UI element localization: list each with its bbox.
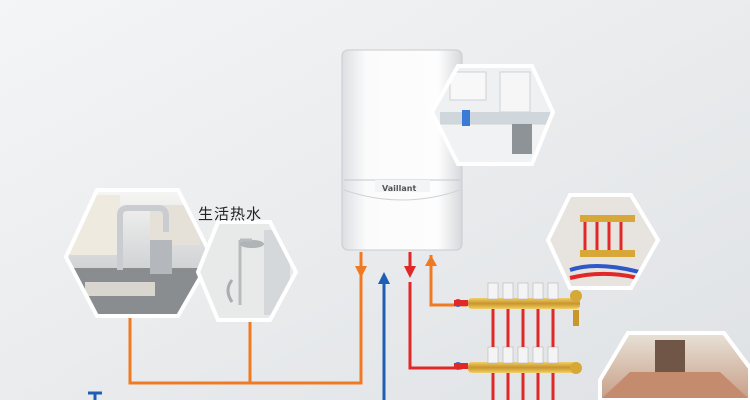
heating-pipes — [408, 282, 462, 370]
flow-arrows — [355, 252, 437, 278]
cold-water-pipe — [88, 272, 390, 400]
hot-water-label: 生活热水 — [198, 205, 263, 223]
boiler-brand-logo: Vaillant — [382, 184, 417, 193]
floor-heating-photo — [598, 331, 750, 400]
kitchen-photo — [429, 64, 556, 166]
manifold-photo — [545, 193, 661, 290]
manifold-upper — [454, 282, 582, 326]
boiler-unit — [341, 49, 463, 251]
brand-plate — [375, 180, 430, 192]
return-flow-arrow — [425, 255, 437, 266]
hot-flow-arrow — [355, 266, 367, 278]
heating-flow-arrow — [404, 266, 416, 278]
shower-head-photo — [195, 220, 299, 322]
manifold-loop-pipes — [491, 309, 555, 400]
